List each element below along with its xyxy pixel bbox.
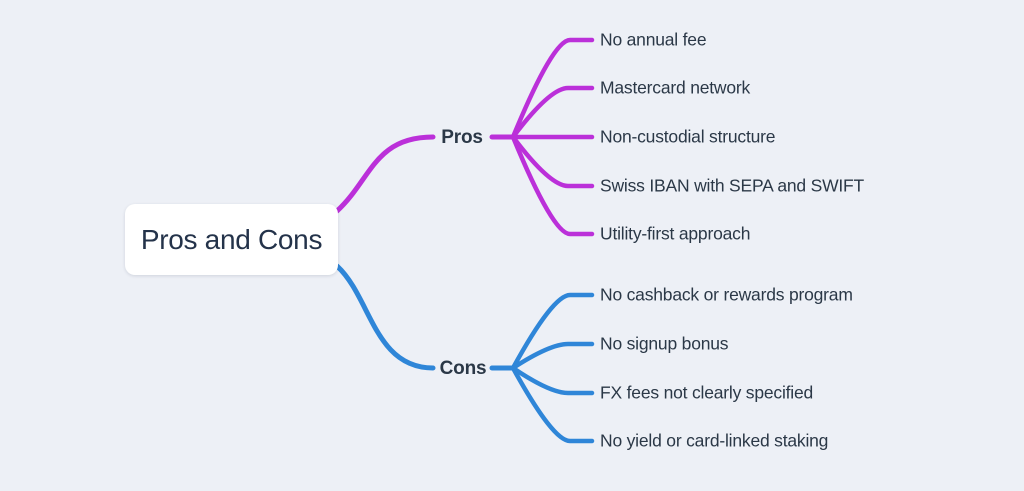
pros-item-1: No annual fee [600,29,707,50]
root-node-label: Pros and Cons [140,223,323,255]
cons-branch-curve-3 [510,365,595,396]
cons-item-3: FX fees not clearly specified [600,382,814,403]
pros-connector-group [334,37,595,237]
branch-label-pros: Pros [441,127,483,148]
root-to-pros-curve [334,134,436,214]
pros-branch-curve-5 [510,134,595,237]
cons-item-2: No signup bonus [600,333,729,354]
pros-branch-curve-1 [510,37,595,140]
branch-label-cons: Cons [439,358,487,379]
cons-branch-curve-2 [510,341,595,371]
pros-branch-curve-2 [510,85,595,140]
cons-item-1: No cashback or rewards program [600,284,853,305]
cons-item-4: No yield or card-linked staking [600,430,829,451]
cons-connector-group [334,263,595,444]
cons-branch-curve-1 [510,292,595,371]
pros-item-3: Non-custodial structure [600,126,776,147]
pros-item-2: Mastercard network [600,77,751,98]
pros-item-5: Utility-first approach [600,223,751,244]
root-to-cons-curve [334,263,436,371]
pros-branch-curve-4 [510,134,595,189]
root-node: Pros and Cons [125,204,338,275]
pros-item-4: Swiss IBAN with SEPA and SWIFT [600,175,865,196]
cons-branch-curve-4 [510,365,595,444]
